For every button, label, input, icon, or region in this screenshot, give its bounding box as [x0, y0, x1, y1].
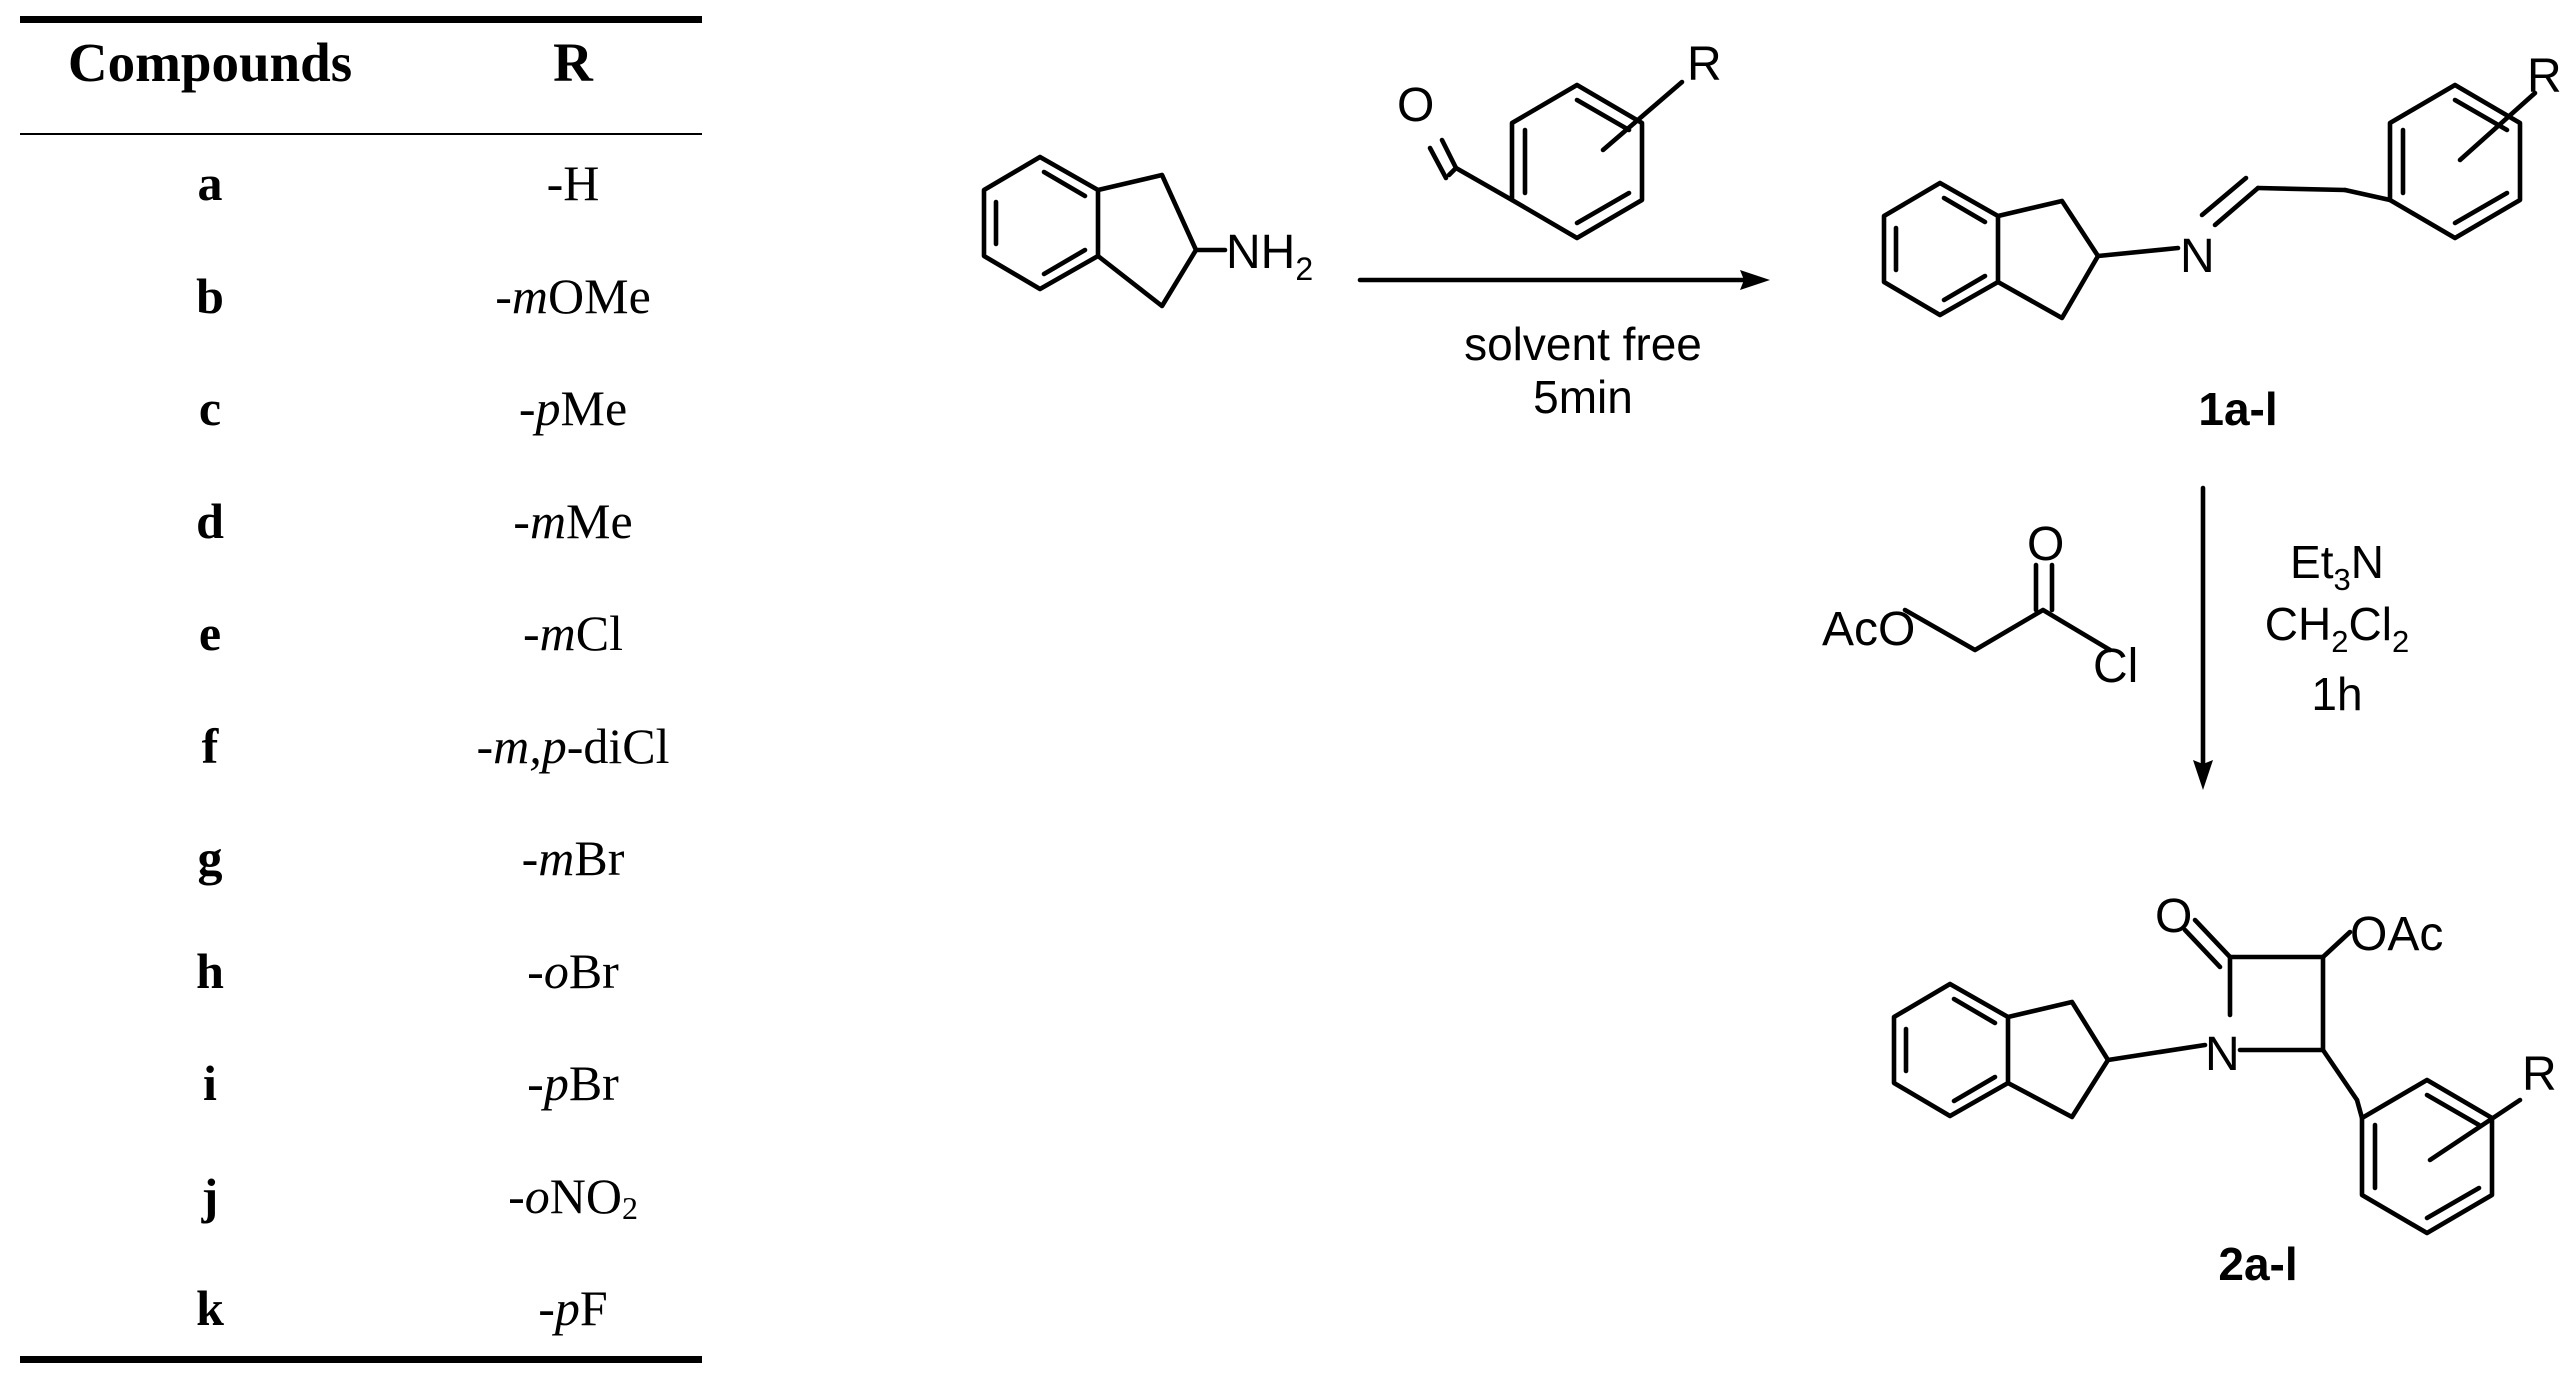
r-group: Br — [568, 1055, 619, 1111]
amine-nh-text: NH2 — [1226, 226, 1313, 287]
table-row: g -mBr — [20, 813, 702, 903]
aldehyde-o-text: O — [1397, 79, 1434, 132]
imine-label: 1a-l — [2198, 383, 2277, 435]
header-compounds: Compounds — [67, 32, 353, 93]
r-subscript: 2 — [621, 1189, 638, 1226]
table-row: i -pBr — [20, 1038, 702, 1128]
table-row: k -pF — [20, 1263, 702, 1353]
indan-2-amine-structure: NH2 — [981, 154, 1313, 309]
table-row: c -pMe — [20, 363, 702, 453]
r-prefix: - — [527, 942, 544, 999]
table-row: j -oNO2 — [20, 1151, 702, 1241]
r-prefix: - — [518, 380, 536, 436]
aldehyde-reagent-structure: O R — [1397, 38, 1722, 241]
compound-id-cell: c — [198, 380, 222, 436]
r-substituent-cell: -m,p-diCl — [430, 701, 716, 791]
r-prefix: - — [538, 1280, 555, 1336]
table-row: a -H — [20, 138, 702, 228]
r-prefix: - — [527, 1055, 544, 1111]
step1-arrow — [1357, 270, 1770, 290]
r-position-modifier: m — [529, 492, 567, 549]
step1-condition-line2: 5min — [1533, 371, 1633, 423]
r-group: OMe — [548, 267, 651, 324]
table-bottom-rule — [20, 1356, 702, 1363]
r-substituent-cell: -pMe — [430, 363, 716, 453]
step2-arrow — [2193, 485, 2213, 790]
compound-id-cell: j — [201, 1167, 219, 1224]
acid-chloride-cl-text: Cl — [2093, 640, 2138, 693]
r-group: Br — [568, 942, 619, 999]
imine-n-text: N — [2180, 230, 2215, 283]
r-position-modifier: m — [538, 830, 575, 886]
r-position-modifier: m — [511, 267, 548, 324]
compound-id-cell: h — [196, 942, 224, 999]
compound-id-cell: k — [196, 1280, 224, 1336]
compound-id-cell: a — [197, 155, 223, 211]
acetoxyacetyl-chloride-structure: AcO O Cl — [1822, 518, 2138, 693]
table-row: e -mCl — [20, 588, 702, 678]
r-substituent-cell: -pBr — [430, 1038, 716, 1128]
acid-chloride-o-text: O — [2027, 518, 2064, 571]
r-group: NO — [549, 1167, 622, 1224]
r-group: F — [579, 1280, 608, 1336]
r-prefix: - — [508, 1167, 525, 1224]
r-prefix: -H — [546, 155, 600, 211]
compound-id-cell: b — [196, 267, 224, 324]
r-position-modifier: m — [539, 605, 576, 661]
r-position-modifier: m,p — [493, 717, 567, 774]
table-row: h -oBr — [20, 926, 702, 1016]
r-substituent-cell: -mBr — [430, 813, 716, 903]
product-o-text: O — [2155, 890, 2192, 943]
r-group: Me — [560, 380, 628, 436]
r-substituent-cell: -pF — [430, 1263, 716, 1353]
r-position-modifier: p — [535, 380, 561, 436]
product-label: 2a-l — [2218, 1238, 2297, 1290]
r-prefix: - — [513, 492, 530, 549]
r-group: Me — [566, 492, 633, 549]
compound-id-cell: i — [203, 1055, 217, 1111]
compound-id-cell: e — [198, 605, 222, 661]
product-oac-text: OAc — [2350, 908, 2443, 961]
r-substituent-cell: -mCl — [430, 588, 716, 678]
table-top-rule — [20, 16, 702, 23]
r-prefix: - — [476, 717, 494, 774]
step1-condition-line1: solvent free — [1464, 318, 1702, 370]
r-prefix: - — [521, 830, 539, 886]
imine-r-text: R — [2527, 50, 2562, 103]
r-prefix: - — [495, 267, 512, 324]
compound-id-cell: d — [196, 492, 224, 549]
r-position-modifier: p — [543, 1055, 569, 1111]
header-r: R — [553, 32, 593, 93]
imine-structure: N R — [1881, 50, 2562, 321]
r-substituent-cell: -H — [430, 138, 716, 228]
r-position-modifier: o — [524, 1167, 550, 1224]
product-n-text: N — [2205, 1028, 2240, 1081]
product-r-text: R — [2522, 1048, 2557, 1101]
compound-id-cell: f — [201, 717, 219, 774]
r-position-modifier: p — [554, 1280, 580, 1336]
r-group: Cl — [575, 605, 623, 661]
aldehyde-r-text: R — [1687, 38, 1722, 91]
r-substituent-cell: -mOMe — [430, 251, 716, 341]
step2-solvent-text: CH2Cl2 — [2265, 598, 2409, 659]
r-substituent-cell: -mMe — [430, 476, 716, 566]
table-row: b -mOMe — [20, 251, 702, 341]
r-prefix: - — [522, 605, 540, 661]
step2-time-text: 1h — [2311, 668, 2362, 720]
table-row: f -m,p-diCl — [20, 701, 702, 791]
r-substituent-cell: -oNO2 — [430, 1151, 716, 1241]
beta-lactam-product-structure: O OAc N R — [1891, 890, 2557, 1236]
r-group: -diCl — [566, 717, 670, 774]
r-group: Br — [574, 830, 625, 886]
compound-id-cell: g — [197, 830, 223, 886]
table-row: d -mMe — [20, 476, 702, 566]
acid-chloride-aco-text: AcO — [1822, 603, 1915, 656]
r-substituent-cell: -oBr — [430, 926, 716, 1016]
step2-base-text: Et3N — [2290, 536, 2384, 597]
r-position-modifier: o — [543, 942, 569, 999]
table-header-rule — [20, 133, 702, 135]
